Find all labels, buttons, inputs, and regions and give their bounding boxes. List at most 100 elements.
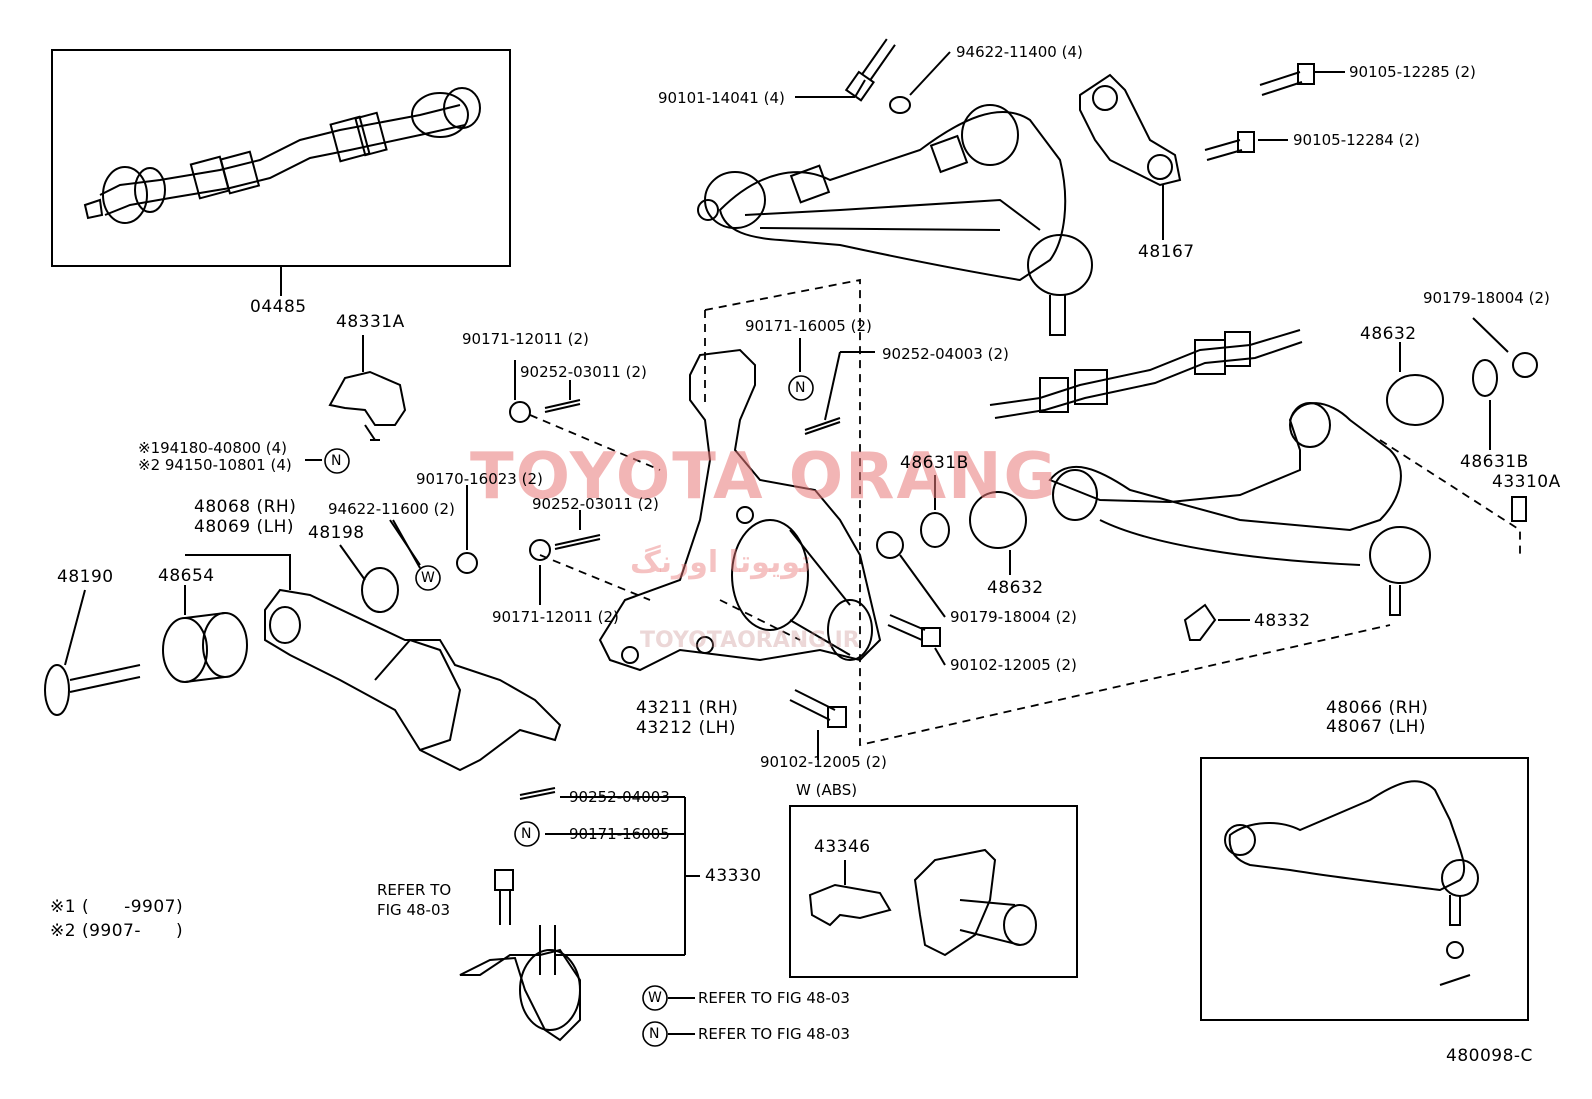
part-label-94622-11600[interactable]: 94622-11600 (2) — [328, 500, 455, 518]
circle-symbol-n-bottom — [514, 821, 540, 847]
diagram-id: 480098-C — [1446, 1046, 1533, 1066]
bolt-90102-bottom — [789, 689, 847, 728]
footnote-1: ※1 ( -9907) — [50, 897, 184, 917]
steering-knuckle-drawing — [598, 348, 882, 672]
part-label-43212[interactable]: 43212 (LH) — [636, 718, 737, 738]
part-label-90171-12011-mid[interactable]: 90171-12011 (2) — [492, 608, 619, 626]
circle-symbol-n-legend — [642, 1021, 668, 1047]
part-label-48632-low[interactable]: 48632 — [987, 578, 1044, 598]
bolt-90105-12285 — [1259, 63, 1315, 96]
refer-bolt-drawing — [494, 869, 514, 925]
part-label-90171-16005-top[interactable]: 90171-16005 (2) — [745, 317, 872, 335]
part-label-48167[interactable]: 48167 — [1138, 242, 1195, 262]
bracket-48167-drawing — [1079, 73, 1182, 187]
bushing-48654-drawing — [162, 612, 248, 683]
part-label-90179-18004-low[interactable]: 90179-18004 (2) — [950, 608, 1077, 626]
bolt-43310a — [1511, 496, 1527, 522]
bushing-48632-top — [1386, 374, 1444, 426]
symbol-n-letter: N — [331, 453, 342, 469]
washer-48631b-right — [1472, 359, 1498, 397]
part-label-90179-18004-top[interactable]: 90179-18004 (2) — [1423, 289, 1550, 307]
part-label-48069[interactable]: 48069 (LH) — [194, 517, 295, 537]
part-label-90102-12005-right[interactable]: 90102-12005 (2) — [950, 656, 1077, 674]
circle-symbol-w-left — [415, 565, 441, 591]
symbol-w-letter: W — [648, 990, 662, 1006]
part-label-48654[interactable]: 48654 — [158, 566, 215, 586]
part-label-48632-top[interactable]: 48632 — [1360, 324, 1417, 344]
cotter-pin-mid — [554, 534, 601, 550]
refer-note-line2: FIG 48-03 — [377, 901, 451, 919]
cotter-pin-top — [544, 399, 581, 413]
washer-48198 — [361, 567, 399, 613]
part-label-48332[interactable]: 48332 — [1254, 611, 1311, 631]
part-label-94150-10801[interactable]: ※2 94150-10801 (4) — [138, 456, 292, 474]
circle-symbol-n-top — [788, 375, 814, 401]
part-label-48331a[interactable]: 48331A — [336, 312, 405, 332]
part-label-94180-40800[interactable]: ※194180-40800 (4) — [138, 439, 287, 457]
assembly-dashed-lines — [529, 278, 1521, 747]
upper-bolt-90101 — [844, 38, 896, 102]
symbol-n-letter: N — [521, 826, 532, 842]
refer-note-line1: REFER TO — [377, 881, 452, 899]
symbol-n-letter: N — [795, 380, 806, 396]
part-label-90252-04003-bottom[interactable]: 90252-04003 — [569, 788, 670, 806]
part-label-90171-12011-top[interactable]: 90171-12011 (2) — [462, 330, 589, 348]
part-label-48631b-right[interactable]: 48631B — [1460, 452, 1529, 472]
part-label-90105-12284[interactable]: 90105-12284 (2) — [1293, 131, 1420, 149]
stabilizer-link-box — [51, 49, 511, 267]
part-label-43310a[interactable]: 43310A — [1492, 472, 1561, 492]
part-label-48068[interactable]: 48068 (RH) — [194, 497, 297, 517]
legend-w-refer: REFER TO FIG 48-03 — [698, 989, 850, 1007]
bolt-48190-drawing — [44, 664, 141, 716]
part-label-90105-12285[interactable]: 90105-12285 (2) — [1349, 63, 1476, 81]
bolt-90105-12284 — [1204, 131, 1255, 161]
part-label-90252-03011-top[interactable]: 90252-03011 (2) — [520, 363, 647, 381]
footnote-2: ※2 (9907- ) — [50, 921, 184, 941]
abs-inset-box — [789, 805, 1078, 978]
part-label-90171-16005-bottom[interactable]: 90171-16005 — [569, 825, 670, 843]
ball-joint-43330-drawing — [459, 925, 581, 1042]
rh-arm-shaft-drawing — [989, 329, 1303, 419]
upper-arm-inset-box — [1200, 757, 1529, 1021]
part-label-90102-12005-bottom[interactable]: 90102-12005 (2) — [760, 753, 887, 771]
watermark-text: TOYOTA ORANG — [470, 440, 1059, 514]
part-label-94622-11400[interactable]: 94622-11400 (4) — [956, 43, 1083, 61]
part-label-48190[interactable]: 48190 — [57, 567, 114, 587]
part-label-43330[interactable]: 43330 — [705, 866, 762, 886]
watermark-persian-text: تویوتا اورنگ — [630, 545, 812, 580]
washer-94622-11400 — [889, 96, 911, 114]
part-label-43346[interactable]: 43346 — [814, 837, 871, 857]
lower-arm-48068-drawing — [185, 554, 562, 772]
upper-control-arm-drawing — [697, 104, 1093, 336]
part-label-90252-04003-top[interactable]: 90252-04003 (2) — [882, 345, 1009, 363]
nut-90170 — [456, 552, 478, 574]
part-label-04485[interactable]: 04485 — [250, 297, 307, 317]
legend-n-refer: REFER TO FIG 48-03 — [698, 1025, 850, 1043]
abs-inset-title: W (ABS) — [796, 781, 858, 799]
part-label-43211[interactable]: 43211 (RH) — [636, 698, 739, 718]
part-label-48066[interactable]: 48066 (RH) — [1326, 698, 1429, 718]
watermark-url-text: TOYOTAORANG.IR — [640, 628, 860, 653]
part-label-90252-03011-mid[interactable]: 90252-03011 (2) — [532, 495, 659, 513]
upper-arm-inset-drawing — [1224, 780, 1479, 986]
nut-90171-mid — [529, 539, 551, 561]
part-label-90101-14041[interactable]: 90101-14041 (4) — [658, 89, 785, 107]
part-label-48067[interactable]: 48067 (LH) — [1326, 717, 1427, 737]
stabilizer-link-drawing — [83, 87, 481, 224]
circle-symbol-w-legend — [642, 985, 668, 1011]
bolt-90179-low — [876, 531, 904, 559]
cotter-pin-bottom — [519, 787, 556, 800]
bushing-48632-low — [969, 491, 1027, 549]
cotter-pin-right — [804, 417, 841, 435]
circle-symbol-n-left — [324, 448, 350, 474]
bolt-90102-right — [887, 614, 941, 647]
symbol-w-letter: W — [421, 570, 435, 586]
part-label-48631b-left[interactable]: 48631B — [900, 453, 969, 473]
washer-48631b-left — [920, 512, 950, 548]
part-label-48198[interactable]: 48198 — [308, 523, 365, 543]
bushing-48331a-drawing — [328, 370, 407, 426]
part-label-90170-16023[interactable]: 90170-16023 (2) — [416, 470, 543, 488]
bumper-48332 — [1183, 603, 1217, 641]
